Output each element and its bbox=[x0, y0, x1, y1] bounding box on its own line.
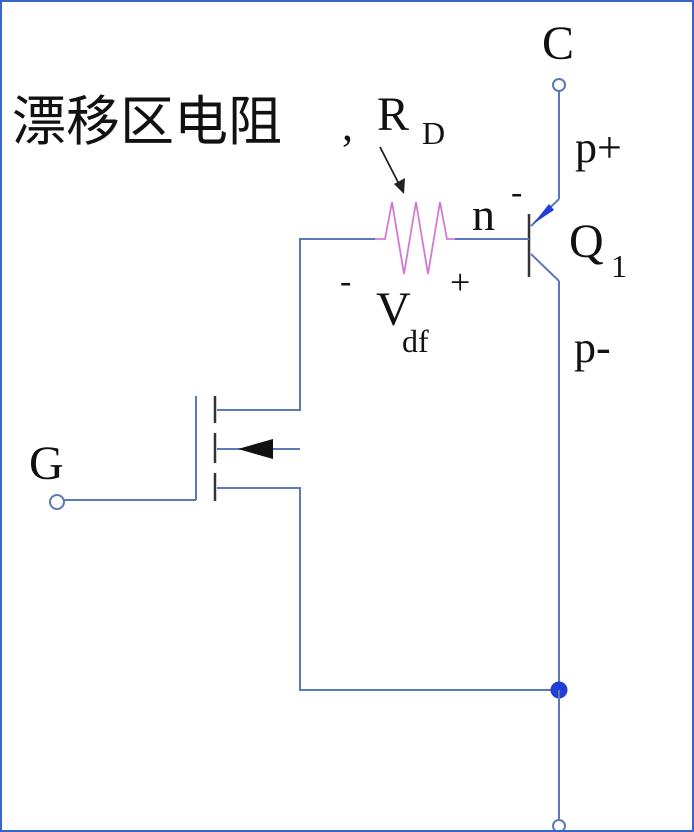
q1-collector-lead bbox=[530, 253, 560, 282]
p-minus-label: p- bbox=[574, 323, 611, 372]
collector-label: C bbox=[542, 17, 574, 70]
vdf-minus-label: - bbox=[340, 263, 351, 300]
rd-pointer-line bbox=[379, 146, 401, 187]
collector-terminal bbox=[552, 78, 566, 92]
vdf-label: V bbox=[376, 283, 411, 336]
drift-resistor-title: 漂移区电阻 bbox=[12, 90, 282, 153]
mosfet-body-arrow bbox=[238, 439, 273, 459]
comma-label: , bbox=[342, 101, 353, 150]
emitter-terminal bbox=[552, 819, 566, 830]
vdf-subscript: df bbox=[402, 323, 429, 359]
gate-label: G bbox=[29, 437, 64, 490]
q1-label: Q bbox=[569, 215, 604, 268]
q1-subscript: 1 bbox=[611, 248, 627, 284]
rd-label: R bbox=[377, 88, 409, 141]
vdf-plus-label: + bbox=[450, 262, 470, 302]
q1-emitter-arrow bbox=[533, 204, 554, 224]
rd-subscript: D bbox=[422, 115, 445, 151]
drift-resistor bbox=[375, 201, 455, 275]
resistor-left-wire bbox=[217, 238, 375, 411]
n-minus-superscript: - bbox=[511, 174, 522, 211]
mosfet-source-wire bbox=[217, 487, 559, 691]
p-plus-label: p+ bbox=[575, 123, 622, 172]
n-minus-label: n bbox=[472, 189, 495, 240]
rd-pointer-arrowhead bbox=[394, 178, 405, 194]
gate-terminal bbox=[49, 494, 65, 510]
